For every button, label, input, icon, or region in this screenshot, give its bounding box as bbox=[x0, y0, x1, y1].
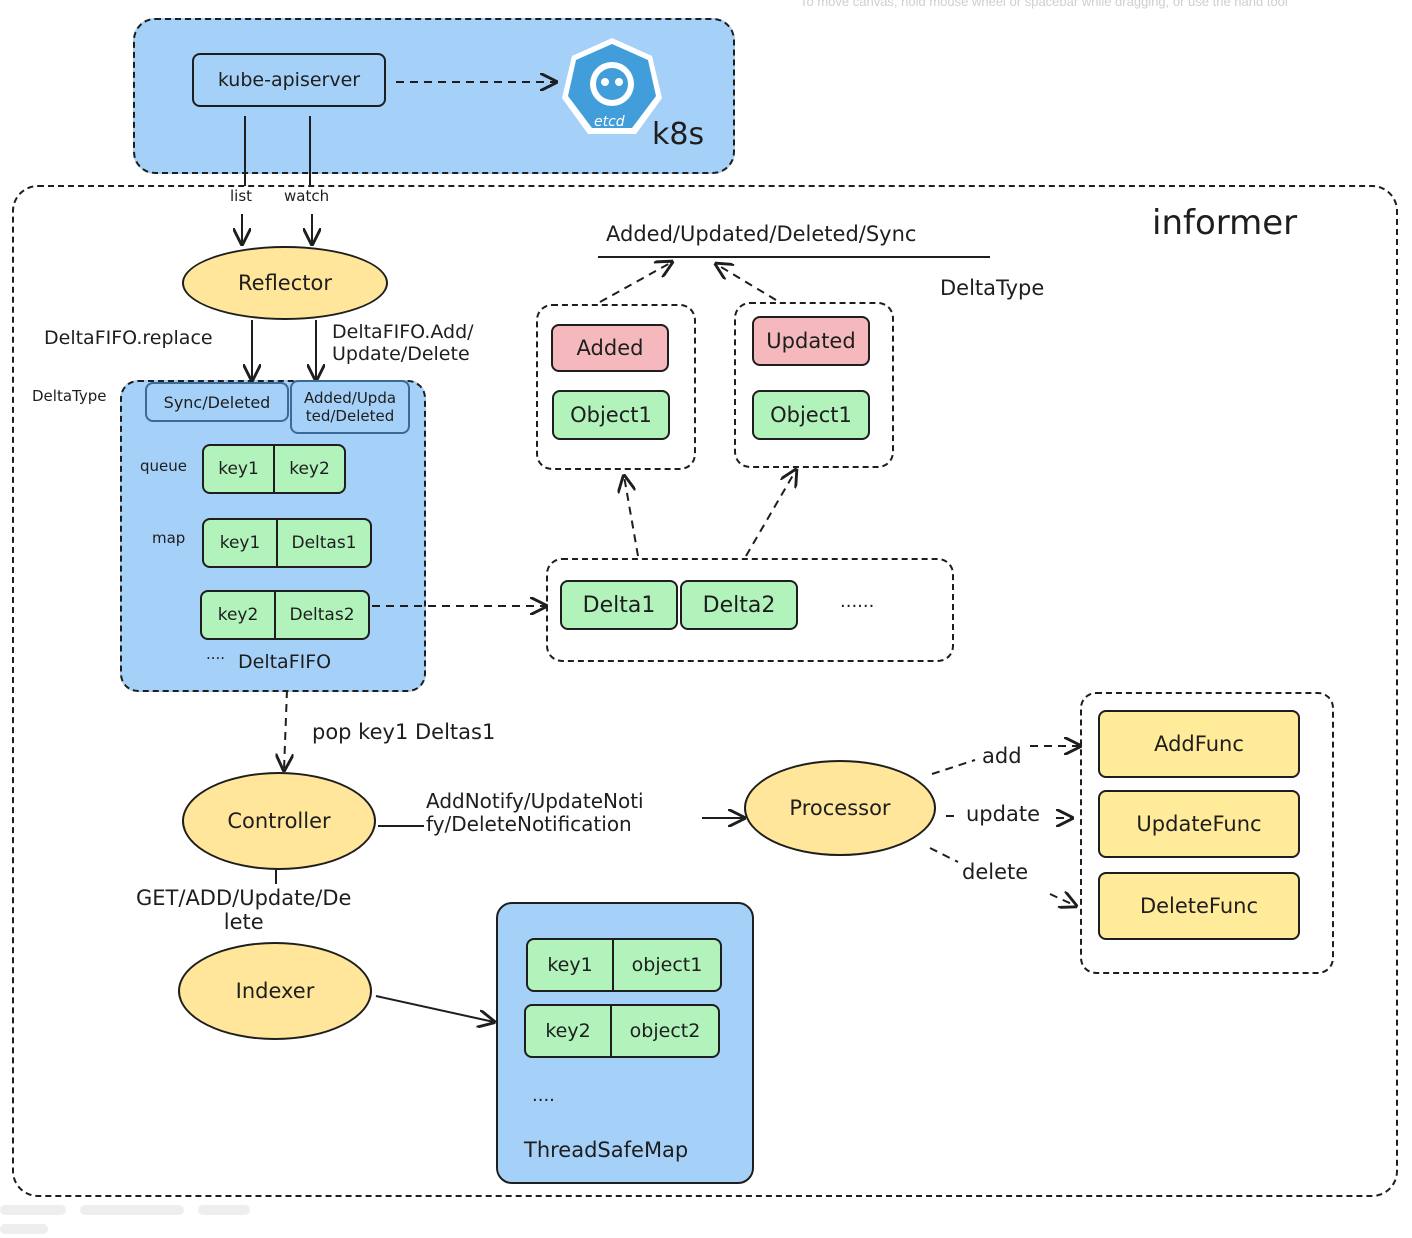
tsm-key2: key2 bbox=[545, 1020, 591, 1042]
tsm-object1: object1 bbox=[612, 940, 720, 990]
bottom-toolbar bbox=[0, 1200, 320, 1234]
pop-label: pop key1 Deltas1 bbox=[312, 720, 496, 744]
tsm-ellipsis: .... bbox=[532, 1085, 555, 1106]
type-added-updated-deleted[interactable]: Added/Upda ted/Deleted bbox=[290, 380, 410, 434]
list-label: list bbox=[230, 187, 253, 205]
group-added-type[interactable]: Added bbox=[551, 324, 669, 372]
deltatype-caption: DeltaType bbox=[940, 276, 1045, 300]
deltafifo-title: DeltaFIFO bbox=[238, 651, 332, 673]
tsm-object2: object2 bbox=[610, 1006, 718, 1056]
queue-row[interactable]: key1 key2 bbox=[202, 444, 346, 494]
etcd-icon: etcd bbox=[560, 36, 664, 140]
processor-node[interactable]: Processor bbox=[744, 760, 936, 856]
deltafifo-ellipsis: .... bbox=[206, 645, 226, 663]
funcs-group[interactable] bbox=[1080, 692, 1334, 974]
map-key1: key1 bbox=[219, 533, 261, 553]
tsm-row-2[interactable]: key2 object2 bbox=[524, 1004, 720, 1058]
type-sync-deleted[interactable]: Sync/Deleted bbox=[145, 382, 289, 422]
delta-list-group[interactable] bbox=[546, 558, 954, 662]
delta1-box[interactable]: Delta1 bbox=[560, 580, 678, 630]
delta-group-added[interactable] bbox=[536, 304, 696, 470]
group-updated-type[interactable]: Updated bbox=[752, 316, 870, 366]
etcd-label: etcd bbox=[594, 114, 625, 130]
handler-update-label: update bbox=[966, 802, 1040, 826]
map-deltas1: Deltas1 bbox=[276, 520, 370, 566]
reflector-node[interactable]: Reflector bbox=[182, 246, 388, 320]
map-label: map bbox=[152, 529, 186, 547]
deletefunc-box[interactable]: DeleteFunc bbox=[1098, 872, 1300, 940]
delta-list-ellipsis: ...... bbox=[840, 591, 875, 612]
map-deltas2: Deltas2 bbox=[274, 592, 368, 638]
map-key2: key2 bbox=[217, 605, 259, 625]
map-row-2[interactable]: key2 Deltas2 bbox=[200, 590, 370, 640]
controller-node[interactable]: Controller bbox=[182, 772, 376, 870]
informer-region[interactable] bbox=[12, 185, 1398, 1197]
delta-group-updated[interactable] bbox=[734, 302, 894, 468]
tsm-title: ThreadSafeMap bbox=[524, 1138, 689, 1162]
indexer-edge-label: GET/ADD/Update/De lete bbox=[136, 886, 352, 935]
deltatype-header: Added/Updated/Deleted/Sync bbox=[606, 222, 917, 246]
k8s-label: k8s bbox=[652, 117, 705, 152]
notify-label: AddNotify/UpdateNoti fy/DeleteNotificati… bbox=[426, 789, 644, 836]
queue-key2: key2 bbox=[273, 446, 344, 492]
informer-label: informer bbox=[1152, 203, 1298, 243]
tsm-key1: key1 bbox=[547, 954, 593, 976]
canvas-hint: To move canvas, hold mouse wheel or spac… bbox=[800, 0, 1288, 9]
watch-label: watch bbox=[284, 187, 330, 205]
addfunc-box[interactable]: AddFunc bbox=[1098, 710, 1300, 778]
queue-key1: key1 bbox=[218, 459, 259, 479]
queue-label: queue bbox=[140, 457, 187, 475]
kube-apiserver-box[interactable]: kube-apiserver bbox=[192, 53, 386, 107]
handler-add-label: add bbox=[982, 744, 1022, 768]
group-updated-object[interactable]: Object1 bbox=[752, 390, 870, 440]
updatefunc-box[interactable]: UpdateFunc bbox=[1098, 790, 1300, 858]
group-added-object[interactable]: Object1 bbox=[552, 390, 670, 440]
indexer-node[interactable]: Indexer bbox=[178, 942, 372, 1040]
handler-delete-label: delete bbox=[962, 860, 1029, 884]
map-row-1[interactable]: key1 Deltas1 bbox=[202, 518, 372, 568]
delta2-box[interactable]: Delta2 bbox=[680, 580, 798, 630]
add-update-delete-label: DeltaFIFO.Add/ Update/Delete bbox=[332, 321, 474, 365]
tsm-row-1[interactable]: key1 object1 bbox=[526, 938, 722, 992]
replace-label: DeltaFIFO.replace bbox=[44, 327, 213, 349]
deltatype-side-label: DeltaType bbox=[32, 387, 107, 405]
